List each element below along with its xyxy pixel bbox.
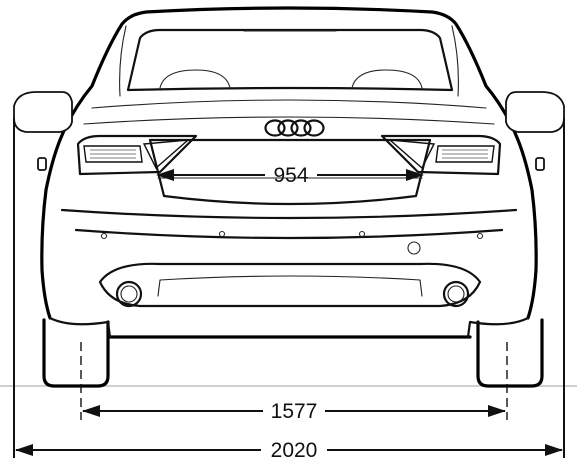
right-tyre bbox=[476, 318, 544, 388]
rear-diffuser bbox=[98, 262, 482, 308]
left-tyre bbox=[42, 318, 110, 388]
dimension-track-width: 1577 bbox=[82, 400, 506, 423]
right-mirror bbox=[505, 91, 565, 133]
diffuser-center bbox=[157, 275, 423, 297]
sensor-dot bbox=[100, 232, 108, 240]
headrest-left bbox=[159, 69, 231, 89]
shoulder-line bbox=[83, 99, 495, 125]
dimension-track-width-label: 1577 bbox=[271, 400, 318, 423]
dimension-overall-width: 2020 bbox=[15, 439, 563, 462]
right-taillight bbox=[380, 134, 502, 176]
left-exhaust-icon bbox=[115, 280, 143, 308]
roof-inner bbox=[119, 25, 459, 97]
sensor-dot bbox=[358, 230, 366, 238]
rear-bumper bbox=[60, 208, 518, 240]
lower-body bbox=[48, 316, 530, 339]
right-side-marker bbox=[535, 157, 545, 171]
sensor-dot bbox=[476, 232, 484, 240]
sensor-dot bbox=[218, 230, 226, 238]
left-side-marker bbox=[37, 157, 47, 171]
dimension-trunk-width: 954 bbox=[156, 164, 424, 187]
four-rings-logo-icon bbox=[264, 119, 325, 137]
trunk-lid bbox=[148, 138, 432, 206]
left-taillight bbox=[76, 134, 198, 176]
headrest-right bbox=[351, 69, 423, 89]
car-body-outline bbox=[40, 6, 538, 339]
right-exhaust-icon bbox=[442, 280, 470, 308]
tow-hook-cover bbox=[407, 241, 421, 255]
left-mirror bbox=[13, 91, 73, 133]
dimension-overall-width-label: 2020 bbox=[271, 439, 318, 462]
dimension-trunk-width-label: 954 bbox=[273, 164, 308, 187]
rear-window bbox=[126, 28, 454, 92]
